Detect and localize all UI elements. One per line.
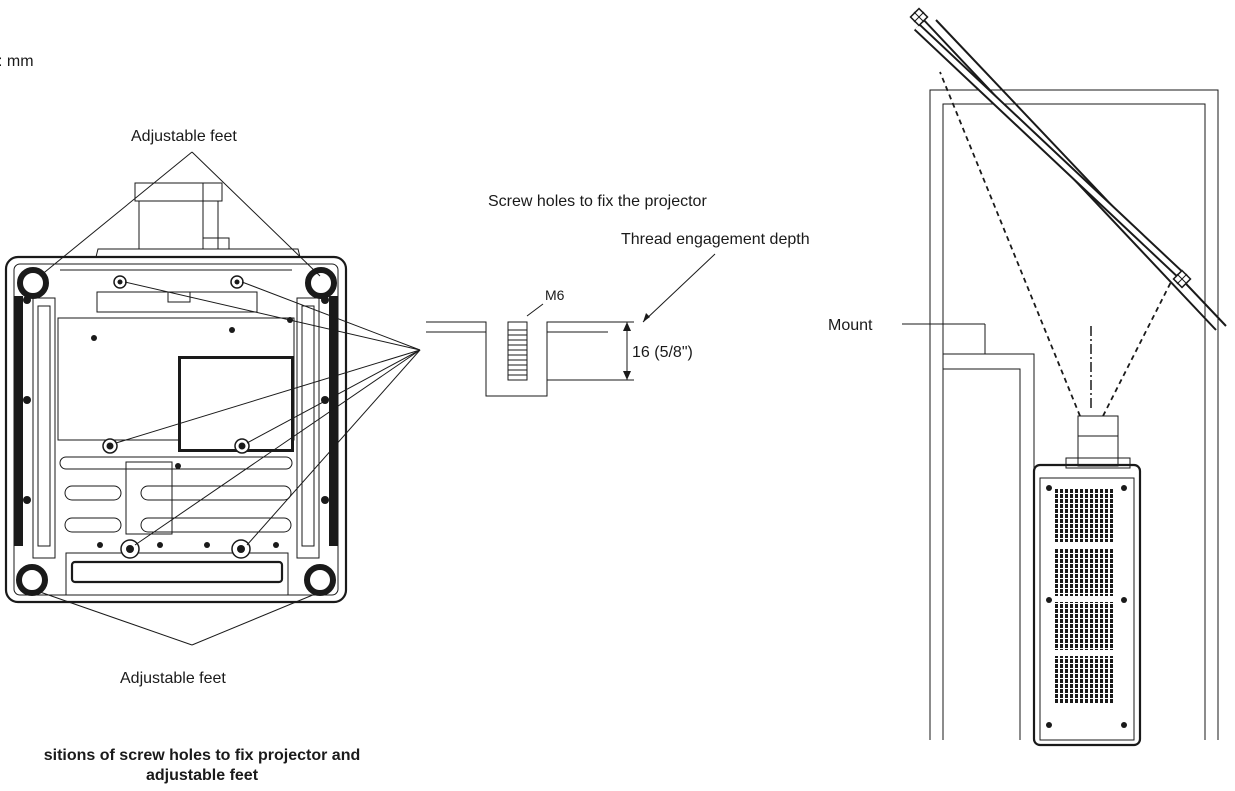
unit-label: : mm xyxy=(0,53,34,70)
screw-holes xyxy=(102,275,251,559)
detail-title: Screw holes to fix the projector xyxy=(488,193,707,210)
depth-callout-label: Thread engagement depth xyxy=(621,231,810,248)
mirror-installation-view: Mount xyxy=(828,7,1227,747)
frame-inner xyxy=(942,103,1206,740)
projector-bottom-view xyxy=(4,182,348,604)
mount-label: Mount xyxy=(828,317,873,334)
mirror xyxy=(909,7,1227,331)
projector-side-view xyxy=(1032,415,1142,747)
adjustable-feet xyxy=(16,267,337,596)
caption-line-2: adjustable feet xyxy=(146,767,259,784)
thread-label: M6 xyxy=(545,287,565,303)
projector-body xyxy=(4,255,348,604)
projection-rays xyxy=(939,71,1173,417)
screw-hole-detail: Screw holes to fix the projector Thread … xyxy=(426,193,810,397)
lens-ring xyxy=(134,182,223,202)
caption-line-1: sitions of screw holes to fix projector … xyxy=(44,747,361,764)
left-callouts xyxy=(39,151,421,646)
lens-mount xyxy=(95,248,301,258)
lens-barrel xyxy=(138,200,219,250)
dimension-label: 16 (5/8") xyxy=(632,344,693,361)
bottom-feet-label: Adjustable feet xyxy=(120,670,226,687)
frame-outer xyxy=(929,89,1219,740)
top-feet-label: Adjustable feet xyxy=(131,128,237,145)
